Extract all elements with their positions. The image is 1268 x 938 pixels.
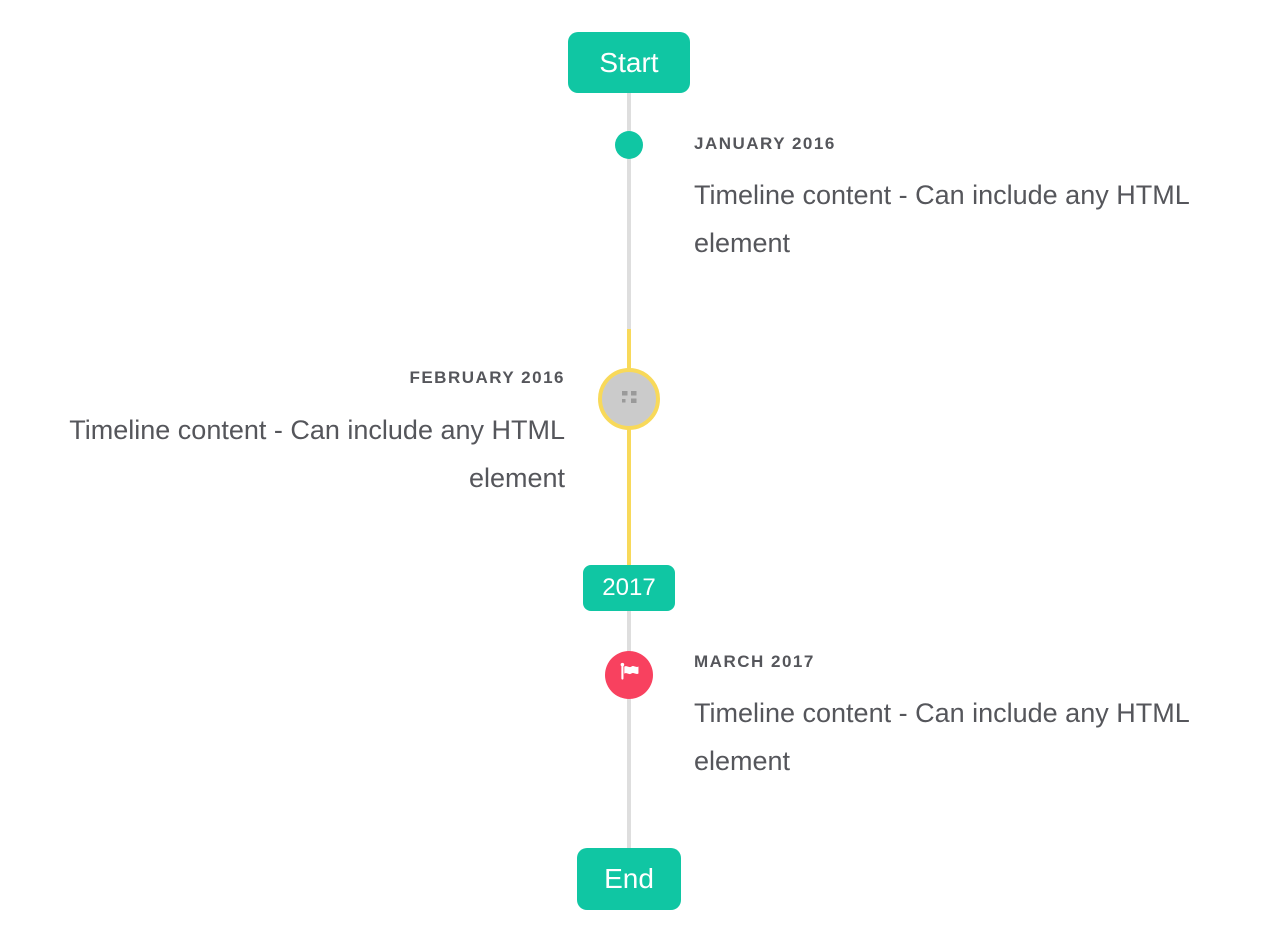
event-title-february-2016: FEBRUARY 2016 (409, 368, 565, 387)
event-marker-flag-march (605, 651, 653, 699)
flag-icon (617, 660, 642, 690)
end-badge: End (577, 848, 681, 910)
event-title-january-2016: JANUARY 2016 (694, 134, 836, 153)
timeline-line-segment-highlighted (627, 329, 631, 567)
event-marker-dot-january (615, 131, 643, 159)
timeline-line-segment-top (627, 93, 631, 329)
event-content-march-2017: Timeline content - Can include any HTML … (694, 698, 1189, 776)
event-title-march-2017: MARCH 2017 (694, 652, 815, 671)
event-content-february-2016: Timeline content - Can include any HTML … (69, 415, 565, 493)
timeline-line-segment-bottom (627, 610, 631, 848)
event-content-january-2016: Timeline content - Can include any HTML … (694, 180, 1189, 258)
event-marker-image-february (598, 368, 660, 430)
year-badge-2017: 2017 (583, 565, 675, 611)
broken-image-icon (621, 390, 638, 409)
start-badge: Start (568, 32, 690, 93)
